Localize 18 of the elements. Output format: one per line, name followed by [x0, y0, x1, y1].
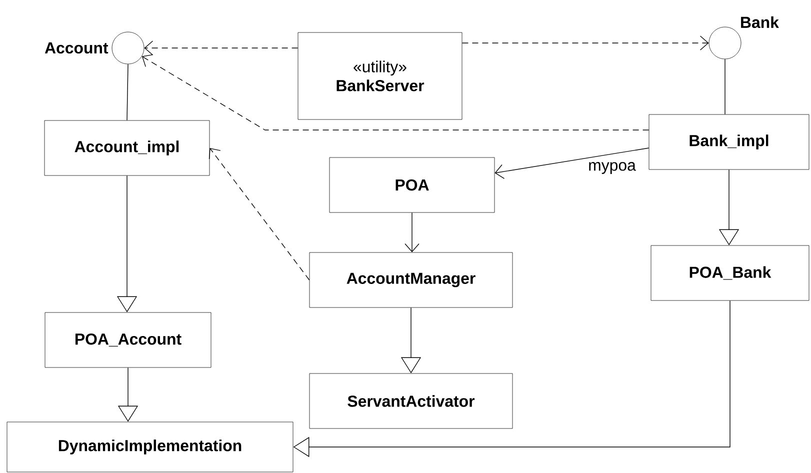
- edge-label: mypoa: [589, 162, 636, 174]
- arrow: [404, 212, 420, 252]
- class-box: AccountManager: [309, 252, 513, 308]
- class-box: Bank_impl: [648, 114, 810, 170]
- arrow: [144, 40, 298, 56]
- class-box: POA_Bank: [650, 245, 810, 301]
- arrow: [494, 148, 650, 179]
- arrow: [208, 148, 310, 280]
- arrow: [142, 54, 650, 130]
- class-box: POA_Account: [44, 312, 212, 368]
- class-box: ServantActivator: [309, 373, 513, 429]
- node-label: Account: [44, 42, 108, 54]
- class-box: Account_impl: [44, 120, 210, 176]
- node-label: Bank: [741, 16, 779, 28]
- arrow: [462, 36, 709, 50]
- class-box: «utility» BankServer: [298, 32, 462, 120]
- class-box: DynamicImplementation: [6, 422, 294, 472]
- class-box: POA: [329, 157, 495, 213]
